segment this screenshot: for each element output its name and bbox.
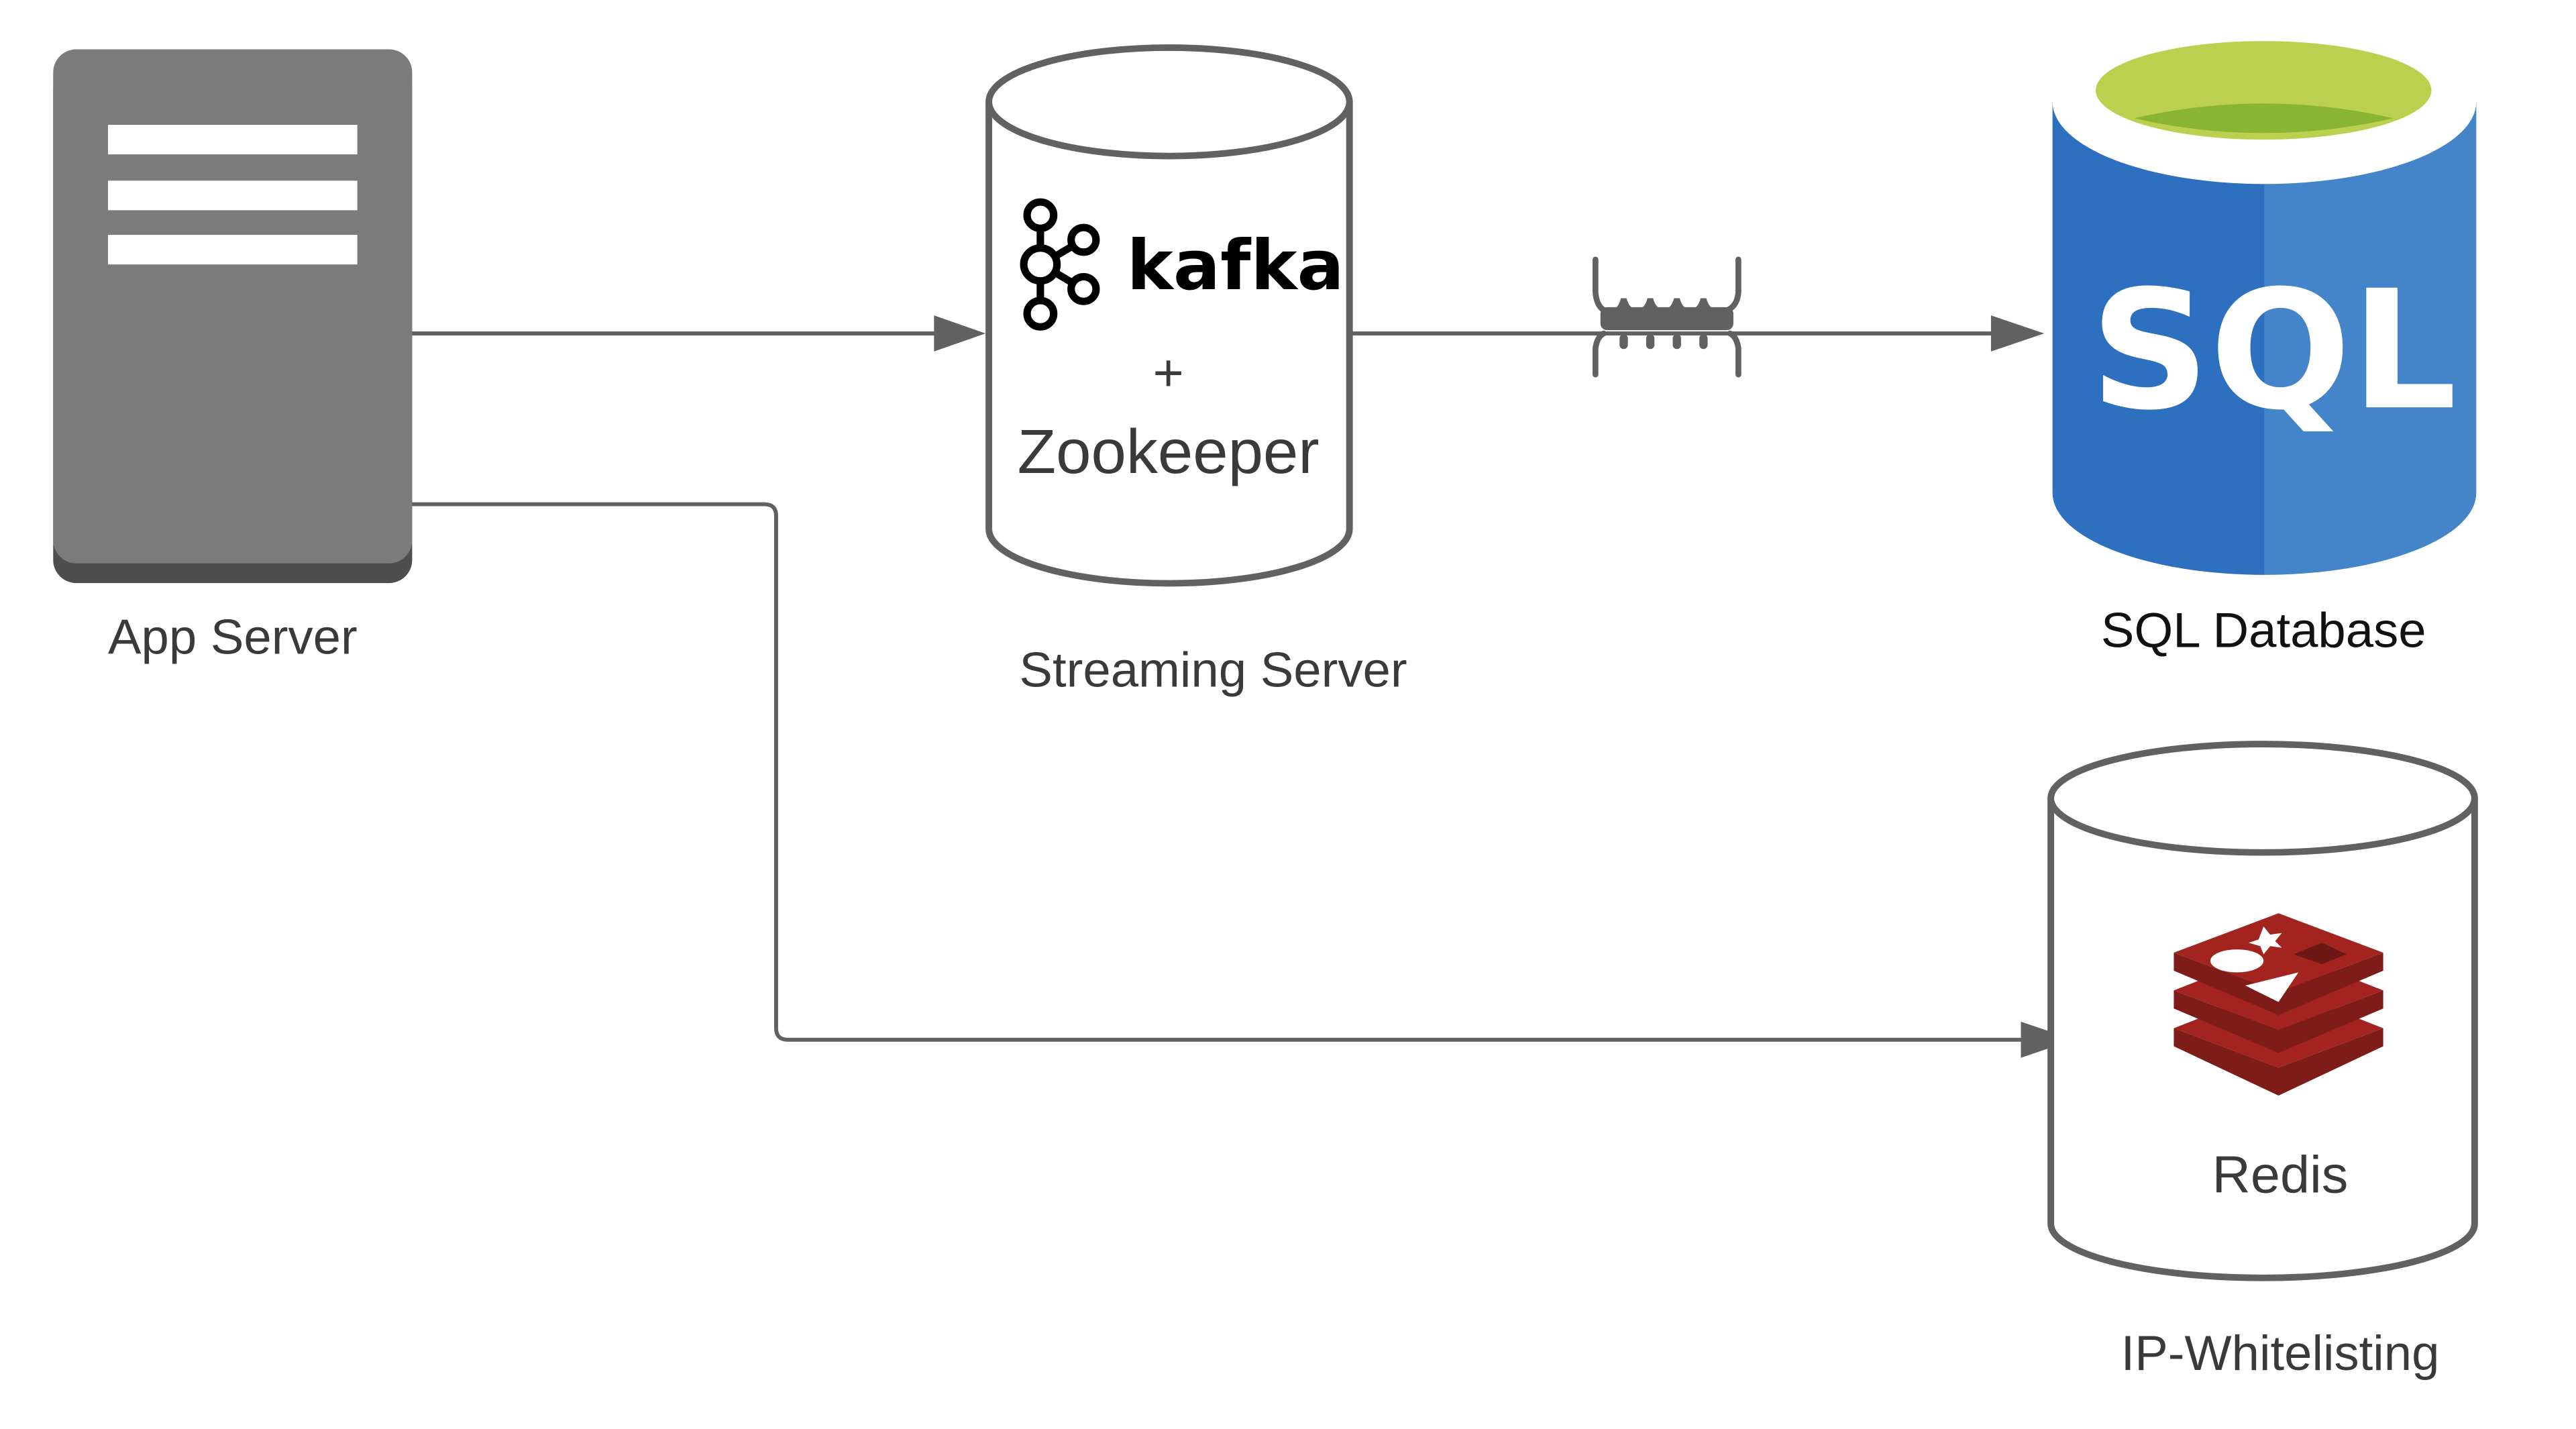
filter-coil-icon: [1592, 256, 1741, 378]
node-label: SQL Database: [2101, 602, 2426, 658]
edge-app-to-ipwhitelisting[interactable]: [412, 502, 2074, 1058]
edge-streaming-to-sql[interactable]: [1349, 256, 2045, 378]
arrowhead-icon: [1990, 315, 2045, 352]
redis-text: Redis: [2212, 1145, 2349, 1204]
sql-database-icon: [2052, 21, 2477, 575]
node-app-server[interactable]: App Server: [53, 49, 413, 665]
server-icon: [53, 49, 413, 584]
node-ip-whitelisting[interactable]: Redis IP-Whitelisting: [2047, 741, 2478, 1381]
edge-app-to-streaming[interactable]: [412, 315, 986, 352]
node-label: Streaming Server: [1019, 642, 1407, 698]
node-label: IP-Whitelisting: [2121, 1325, 2440, 1381]
node-label: App Server: [108, 609, 358, 665]
arrowhead-icon: [934, 315, 986, 352]
kafka-logo-icon: [1020, 198, 1100, 331]
kafka-logo-text: kafka: [1127, 225, 1344, 305]
sql-logo-text: SQL: [2090, 256, 2457, 447]
node-sql-database[interactable]: SQL SQL Database: [2052, 21, 2477, 658]
plus-sign: +: [1152, 343, 1183, 402]
zookeeper-text: Zookeeper: [1018, 417, 1320, 486]
database-cylinder-icon: [985, 44, 1353, 587]
node-streaming-server[interactable]: kafka + Zookeeper Streaming Server: [985, 44, 1407, 698]
